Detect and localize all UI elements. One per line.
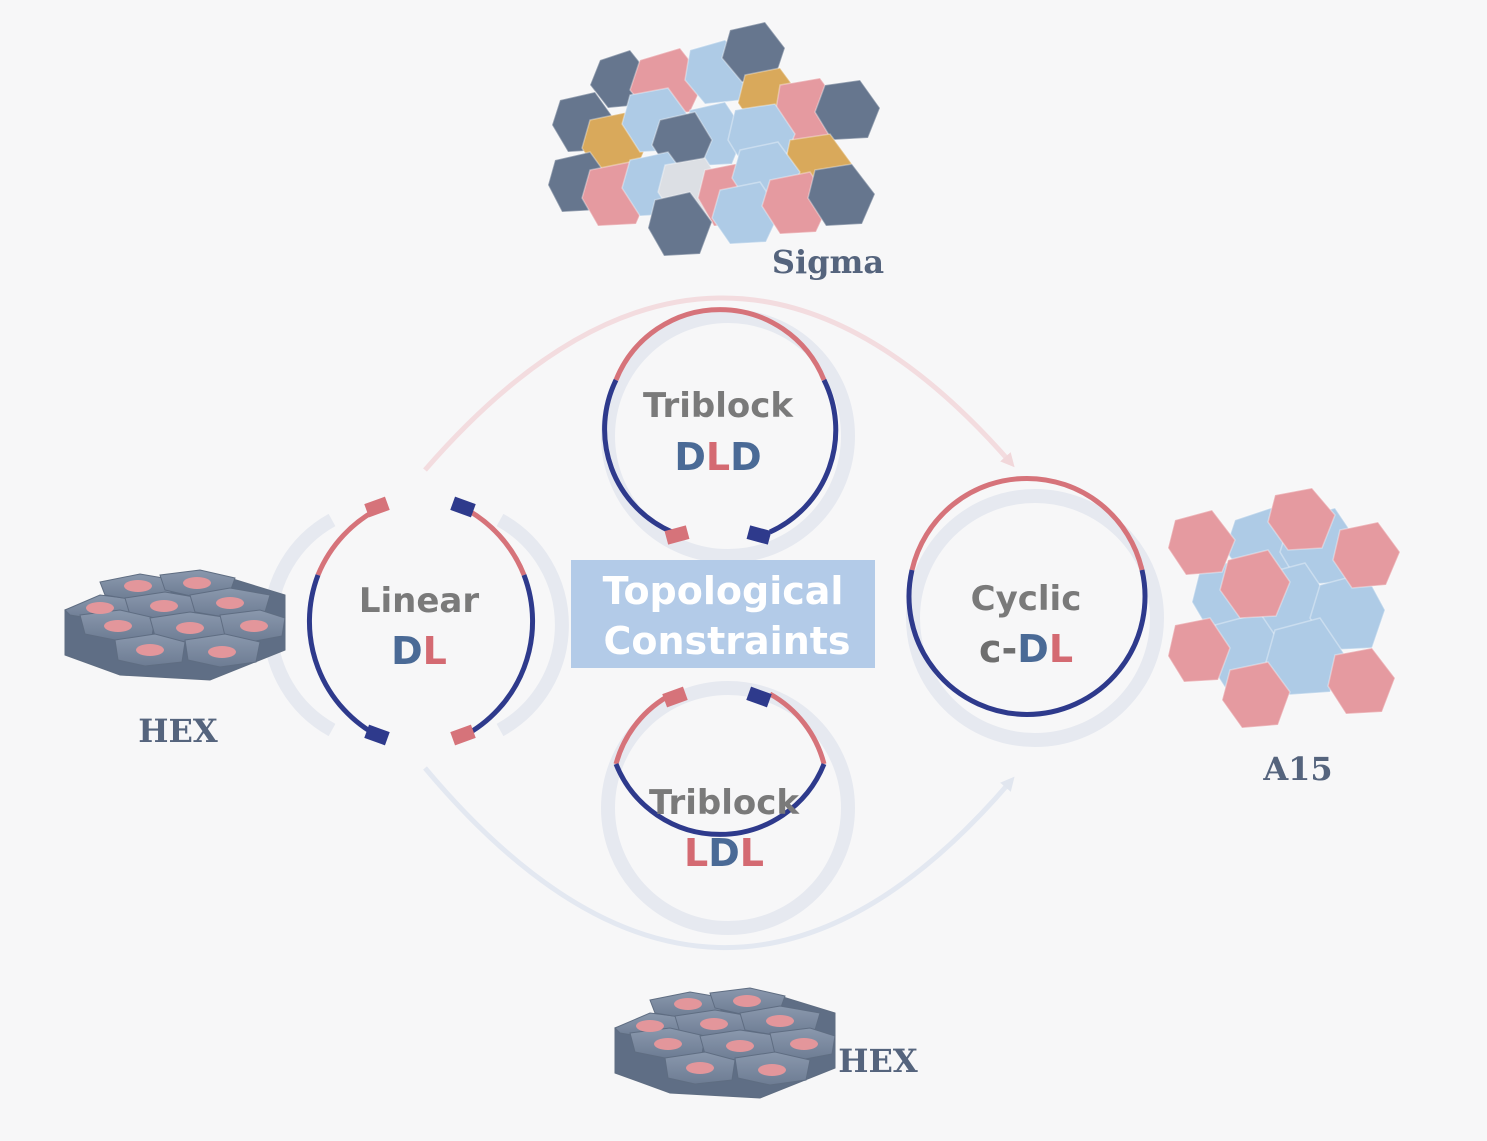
ldl-code: LDL	[684, 831, 764, 875]
ldl-title: Triblock	[649, 783, 800, 823]
sigma-phase-illustration	[547, 21, 881, 257]
sigma-label: Sigma	[772, 243, 884, 281]
topological-constraints-box	[571, 560, 875, 668]
linear-dl-chain	[263, 496, 569, 746]
box-line-2: Constraints	[603, 619, 850, 663]
box-line-1: Topological	[603, 569, 844, 613]
cyclic-ring	[906, 475, 1164, 747]
triblock-ldl-ring	[601, 681, 855, 935]
cyclic-code: c-DL	[979, 627, 1073, 671]
upper-transition-arrow	[423, 295, 1015, 472]
dld-code: DLD	[674, 435, 761, 479]
linear-letter-d: D	[391, 629, 423, 673]
a15-label: A15	[1262, 750, 1332, 788]
triblock-dld-ring	[601, 307, 855, 563]
linear-title: Linear	[359, 581, 480, 621]
lower-transition-arrow	[423, 766, 1015, 951]
dld-title: Triblock	[643, 386, 794, 426]
hex-phase-left-illustration	[64, 569, 286, 681]
cyclic-title: Cyclic	[971, 579, 1082, 619]
linear-code: DL	[391, 629, 447, 673]
hex-left-label: HEX	[138, 712, 218, 750]
hex-bottom-label: HEX	[838, 1042, 918, 1080]
a15-phase-illustration	[1167, 487, 1401, 729]
hex-phase-bottom-illustration	[614, 987, 836, 1099]
linear-letter-l: L	[423, 629, 447, 673]
